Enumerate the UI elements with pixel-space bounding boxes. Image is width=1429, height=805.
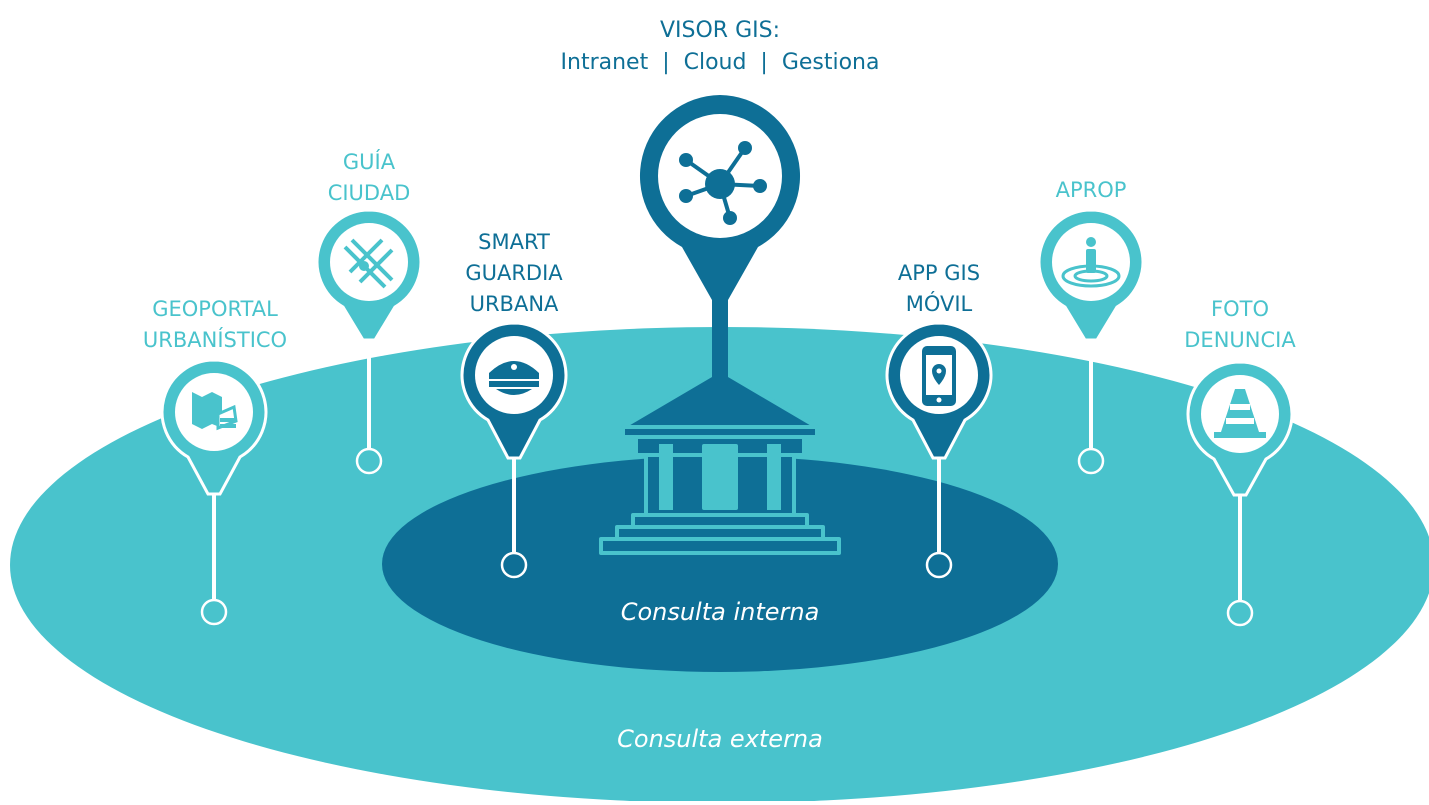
network-hub-icon xyxy=(679,141,767,225)
label-app-line2: MÓVIL xyxy=(905,292,973,316)
label-guia-line2: CIUDAD xyxy=(327,181,411,205)
label-smart-line2: GUARDIA xyxy=(465,261,563,285)
police-cap-icon xyxy=(489,361,539,395)
street-map-icon xyxy=(343,238,394,289)
pin-aprop xyxy=(1037,208,1145,475)
pin-guia xyxy=(315,208,423,475)
visor-gis-subtitle: Intranet | Cloud | Gestiona xyxy=(560,50,880,75)
map-layers-icon xyxy=(192,392,238,431)
person-location-icon xyxy=(1061,237,1121,288)
pin-smart xyxy=(460,321,568,579)
label-geoportal-line1: GEOPORTAL xyxy=(152,297,278,321)
visor-gis-title: VISOR GIS: xyxy=(659,18,780,43)
label-foto-line1: FOTO xyxy=(1211,297,1269,321)
internal-zone xyxy=(382,456,1058,672)
label-foto-line2: DENUNCIA xyxy=(1184,328,1296,352)
pin-foto xyxy=(1186,360,1294,627)
external-zone-label: Consulta externa xyxy=(617,725,823,753)
smartphone-location-icon xyxy=(922,346,956,406)
pin-app xyxy=(885,321,993,579)
label-smart-line1: SMART xyxy=(478,230,550,254)
city-hall-columns xyxy=(659,444,781,510)
label-app-line1: APP GIS xyxy=(897,261,981,285)
label-geoportal-line2: URBANÍSTICO xyxy=(142,328,288,352)
label-smart-line3: URBANA xyxy=(469,292,559,316)
pin-geoportal xyxy=(160,358,268,626)
label-guia-line1: GUÍA xyxy=(342,150,396,174)
internal-zone-label: Consulta interna xyxy=(620,598,820,626)
label-aprop: APROP xyxy=(1055,178,1127,202)
central-pin xyxy=(639,95,801,377)
traffic-cone-icon xyxy=(1214,389,1266,438)
